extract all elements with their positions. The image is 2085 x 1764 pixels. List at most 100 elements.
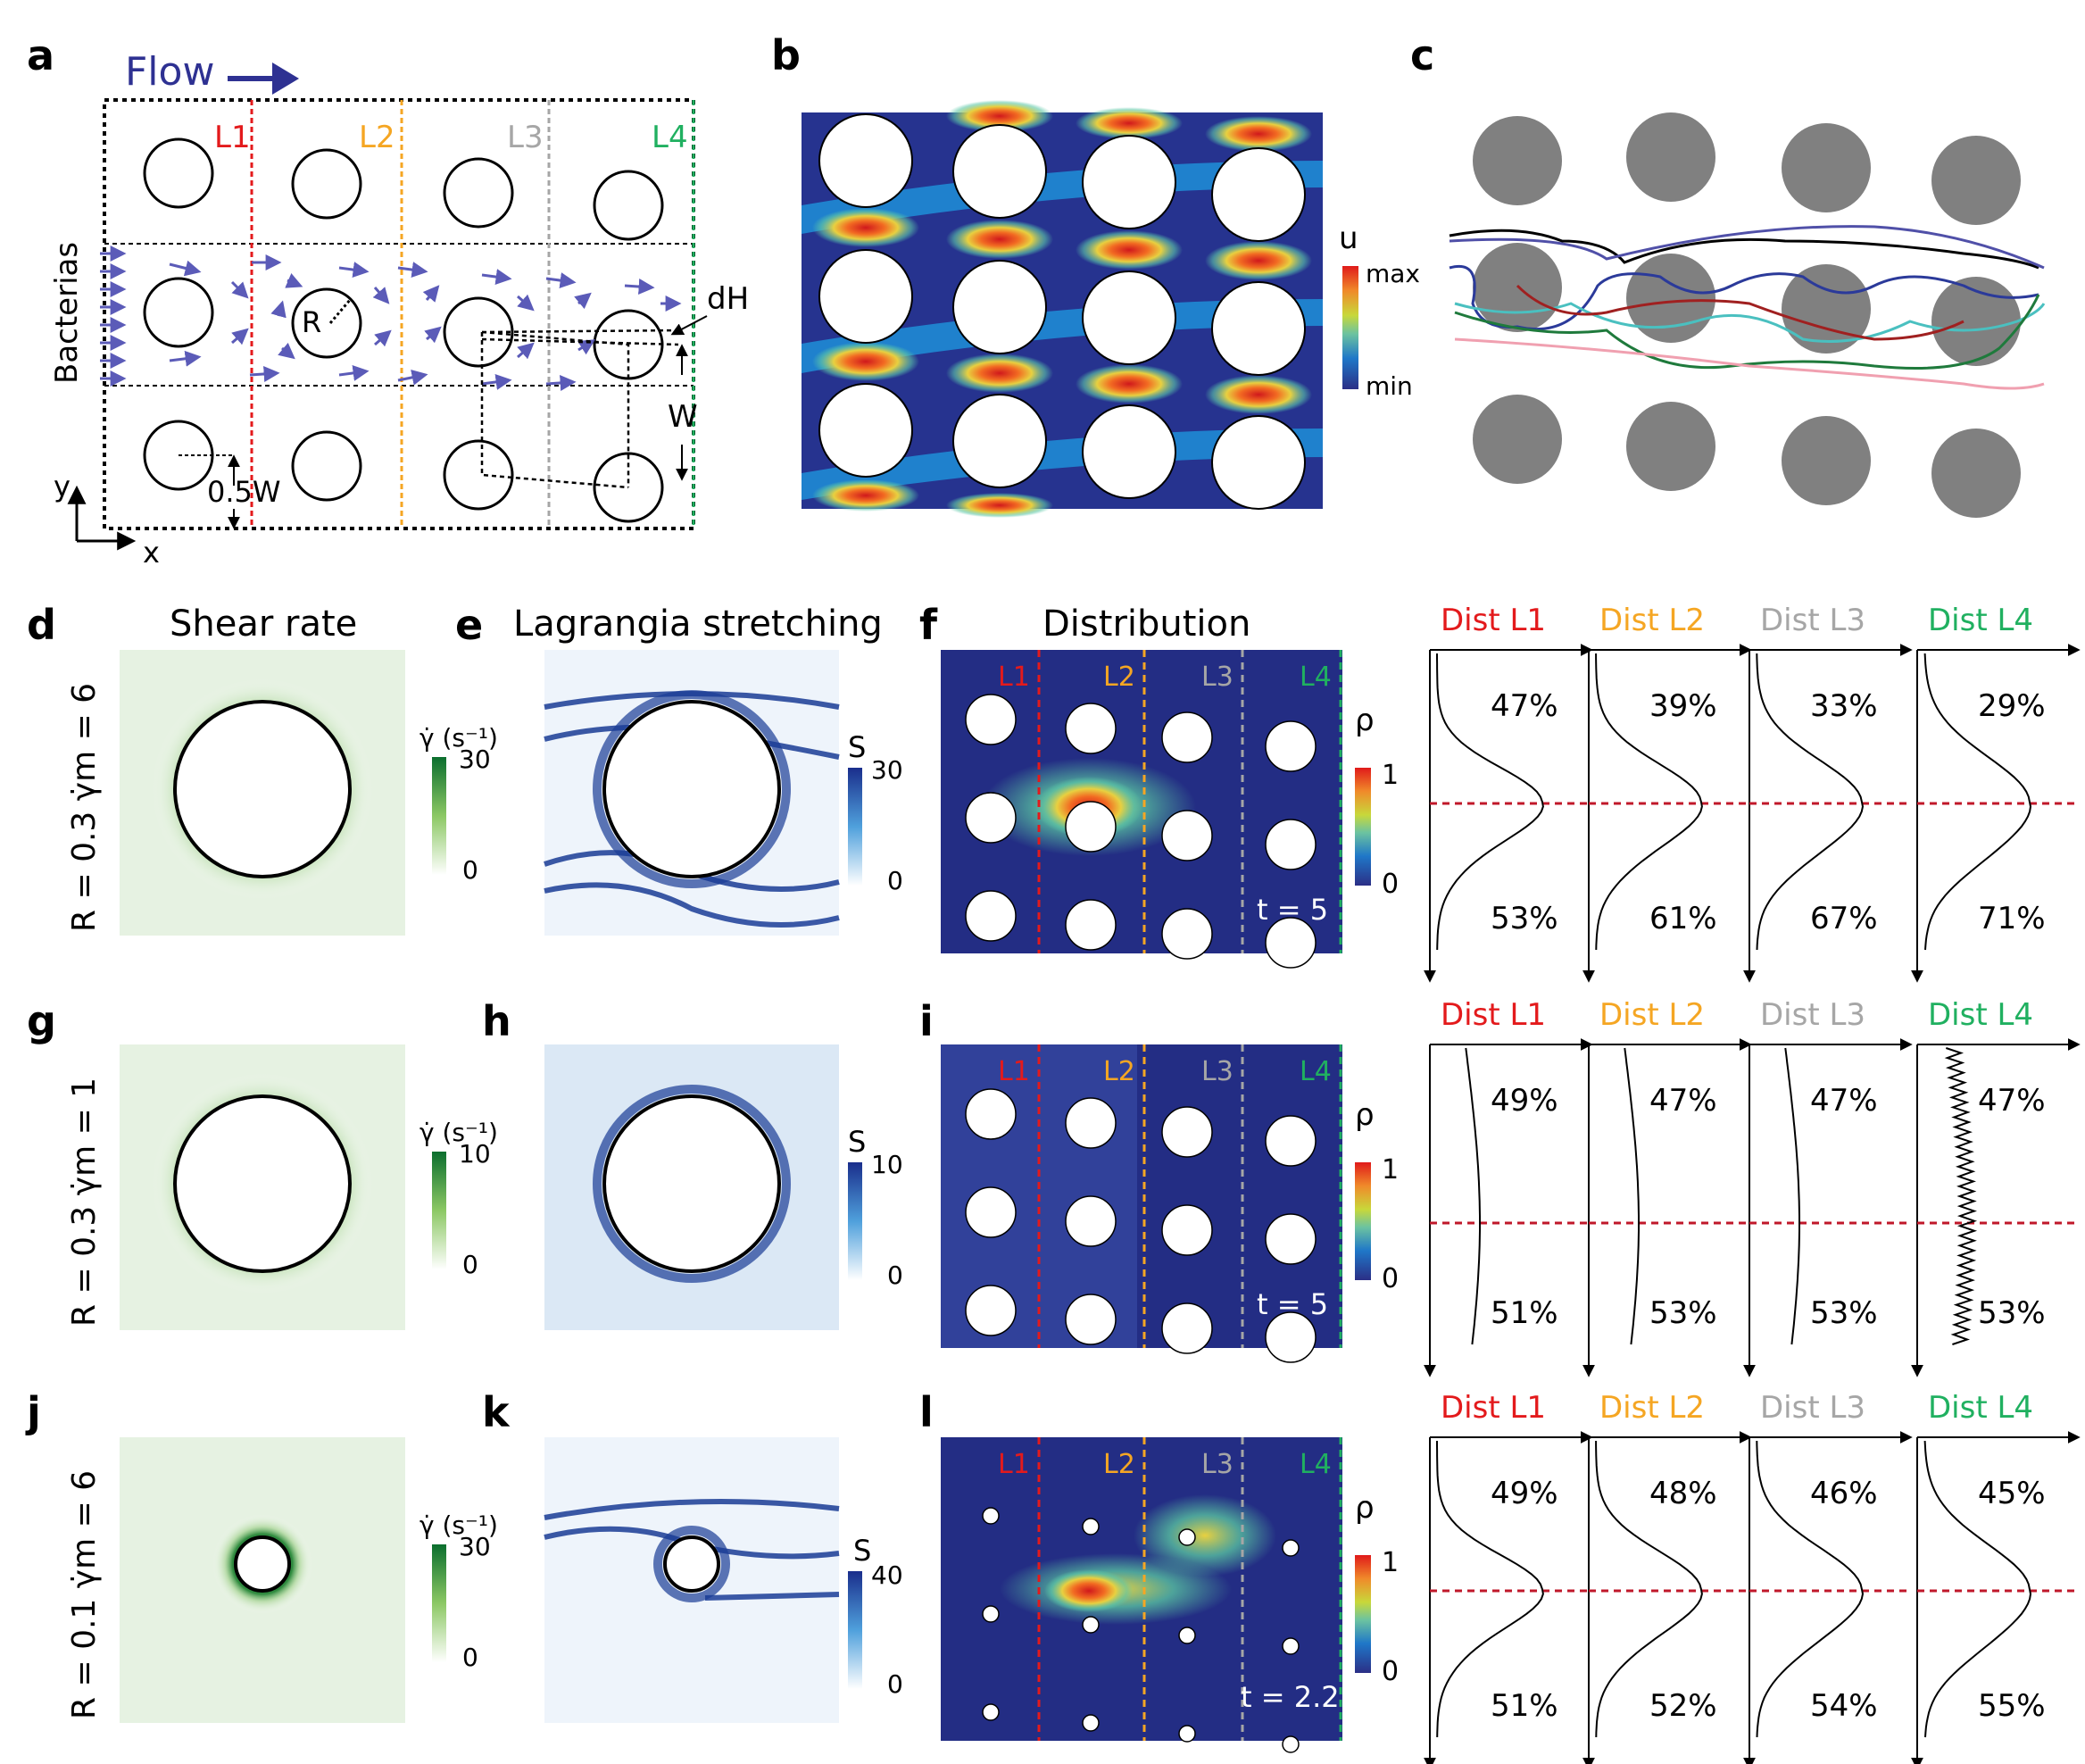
col-title-shear: Shear rate [170, 603, 357, 645]
dist-top-percent: 49% [1491, 1476, 1558, 1511]
dist-curve [1944, 1047, 1978, 1345]
shear-colorbar-title: γ̇ (s⁻¹) [419, 1118, 498, 1147]
dist-obstacle [1282, 1637, 1300, 1655]
dist-obstacle [1178, 1725, 1196, 1743]
stretch-colorbar [848, 1162, 862, 1280]
stretch-band [544, 1499, 840, 1520]
dist-obstacle [1065, 1097, 1117, 1149]
dist-line-label: L1 [998, 662, 1030, 693]
density-hot [1044, 1569, 1134, 1612]
rho-colorbar [1355, 1555, 1371, 1673]
R-label: R [302, 305, 321, 339]
dist-bottom-percent: 51% [1491, 1295, 1558, 1331]
dist-profile-title: Dist L3 [1760, 603, 1865, 638]
dist-curve [1923, 653, 2032, 951]
dist-obstacle [1065, 1195, 1117, 1247]
panel-letter-d: d [27, 601, 56, 649]
dist-obstacle [1265, 1213, 1317, 1265]
velocity-arrows [100, 245, 682, 391]
dist-bottom-percent: 53% [1649, 1295, 1717, 1331]
label-L4: L4 [652, 120, 688, 155]
dist-obstacle [965, 792, 1017, 844]
stretch-colorbar [848, 768, 862, 886]
dist-obstacle [1178, 1528, 1196, 1546]
rho-colorbar-title: ρ [1355, 1097, 1375, 1133]
dist-line-label: L1 [998, 1449, 1030, 1480]
dist-profile-title: Dist L1 [1441, 1390, 1546, 1426]
dH-label: dH [707, 281, 749, 317]
obstacle-circle [173, 1094, 352, 1273]
colorbar-u [1342, 266, 1358, 389]
rho-colorbar-min: 0 [1382, 869, 1399, 900]
dist-top-percent: 45% [1978, 1476, 2046, 1511]
dist-obstacle [1178, 1627, 1196, 1644]
panel-b-velocity-field: u max min [802, 100, 1420, 518]
colorbar-u-max: max [1366, 259, 1420, 288]
dist-obstacle [1282, 1539, 1300, 1557]
rho-colorbar-max: 1 [1382, 1547, 1399, 1578]
panel-letter-h: h [482, 997, 511, 1045]
time-label: t = 5 [1257, 1287, 1328, 1321]
dist-obstacle [1065, 1294, 1117, 1345]
dist-bottom-percent: 55% [1978, 1688, 2046, 1724]
dist-obstacle [1161, 908, 1213, 960]
panel-a-schematic: Flow L1 L2 L3 L4 Bacterias R dH W 0.5W y… [49, 49, 749, 570]
stretch-colorbar-max: 30 [871, 755, 903, 785]
rho-colorbar-min: 0 [1382, 1263, 1399, 1294]
dist-obstacle [982, 1507, 1000, 1525]
dist-obstacle [1082, 1714, 1100, 1732]
dist-line-label: L4 [1300, 1449, 1332, 1480]
dist-line-label: L3 [1201, 662, 1234, 693]
dist-obstacle [1065, 801, 1117, 853]
dist-top-percent: 47% [1978, 1083, 2046, 1119]
dist-top-percent: 48% [1649, 1476, 1717, 1511]
half-W-label: 0.5W [207, 475, 281, 509]
label-L3: L3 [507, 120, 544, 155]
stretch-colorbar-max: 40 [871, 1560, 903, 1590]
dist-obstacle [1265, 1311, 1317, 1363]
dist-line-label: L2 [1103, 1449, 1135, 1480]
shear-colorbar-max: 10 [459, 1139, 491, 1169]
dist-obstacle [1065, 703, 1117, 754]
dist-top-percent: 49% [1491, 1083, 1558, 1119]
stretch-colorbar-title: S [848, 730, 866, 764]
density-cloud-2 [1134, 1494, 1276, 1577]
row-label: R = 0.1 γ̇m = 6 [66, 1470, 103, 1719]
rho-colorbar-min: 0 [1382, 1656, 1399, 1687]
dist-obstacle [965, 694, 1017, 745]
velocity-hotspots [812, 100, 1312, 518]
stretch-colorbar-title: S [853, 1534, 871, 1568]
dist-obstacle [965, 1186, 1017, 1238]
dist-obstacle [965, 1088, 1017, 1140]
dist-obstacle [982, 1703, 1000, 1721]
dist-obstacle [1065, 899, 1117, 951]
dist-top-percent: 47% [1649, 1083, 1717, 1119]
dist-profile-title: Dist L3 [1760, 997, 1865, 1033]
panel-letter-l: l [919, 1388, 934, 1436]
bacterias-label: Bacterias [49, 242, 85, 384]
dist-curve [1624, 1047, 1640, 1345]
shear-colorbar [432, 1152, 446, 1269]
dist-obstacle [1265, 917, 1317, 969]
shear-colorbar-min: 0 [462, 855, 478, 885]
shear-colorbar-title: γ̇ (s⁻¹) [419, 723, 498, 753]
stretch-colorbar-min: 0 [887, 866, 903, 895]
dist-bottom-percent: 71% [1978, 901, 2046, 936]
shear-colorbar-max: 30 [459, 745, 491, 774]
dist-bottom-percent: 53% [1978, 1295, 2046, 1331]
dist-obstacle [965, 1285, 1017, 1336]
dist-curve [1436, 653, 1544, 951]
dist-profile-title: Dist L3 [1760, 1390, 1865, 1426]
panel-letter-j: j [25, 1388, 41, 1436]
